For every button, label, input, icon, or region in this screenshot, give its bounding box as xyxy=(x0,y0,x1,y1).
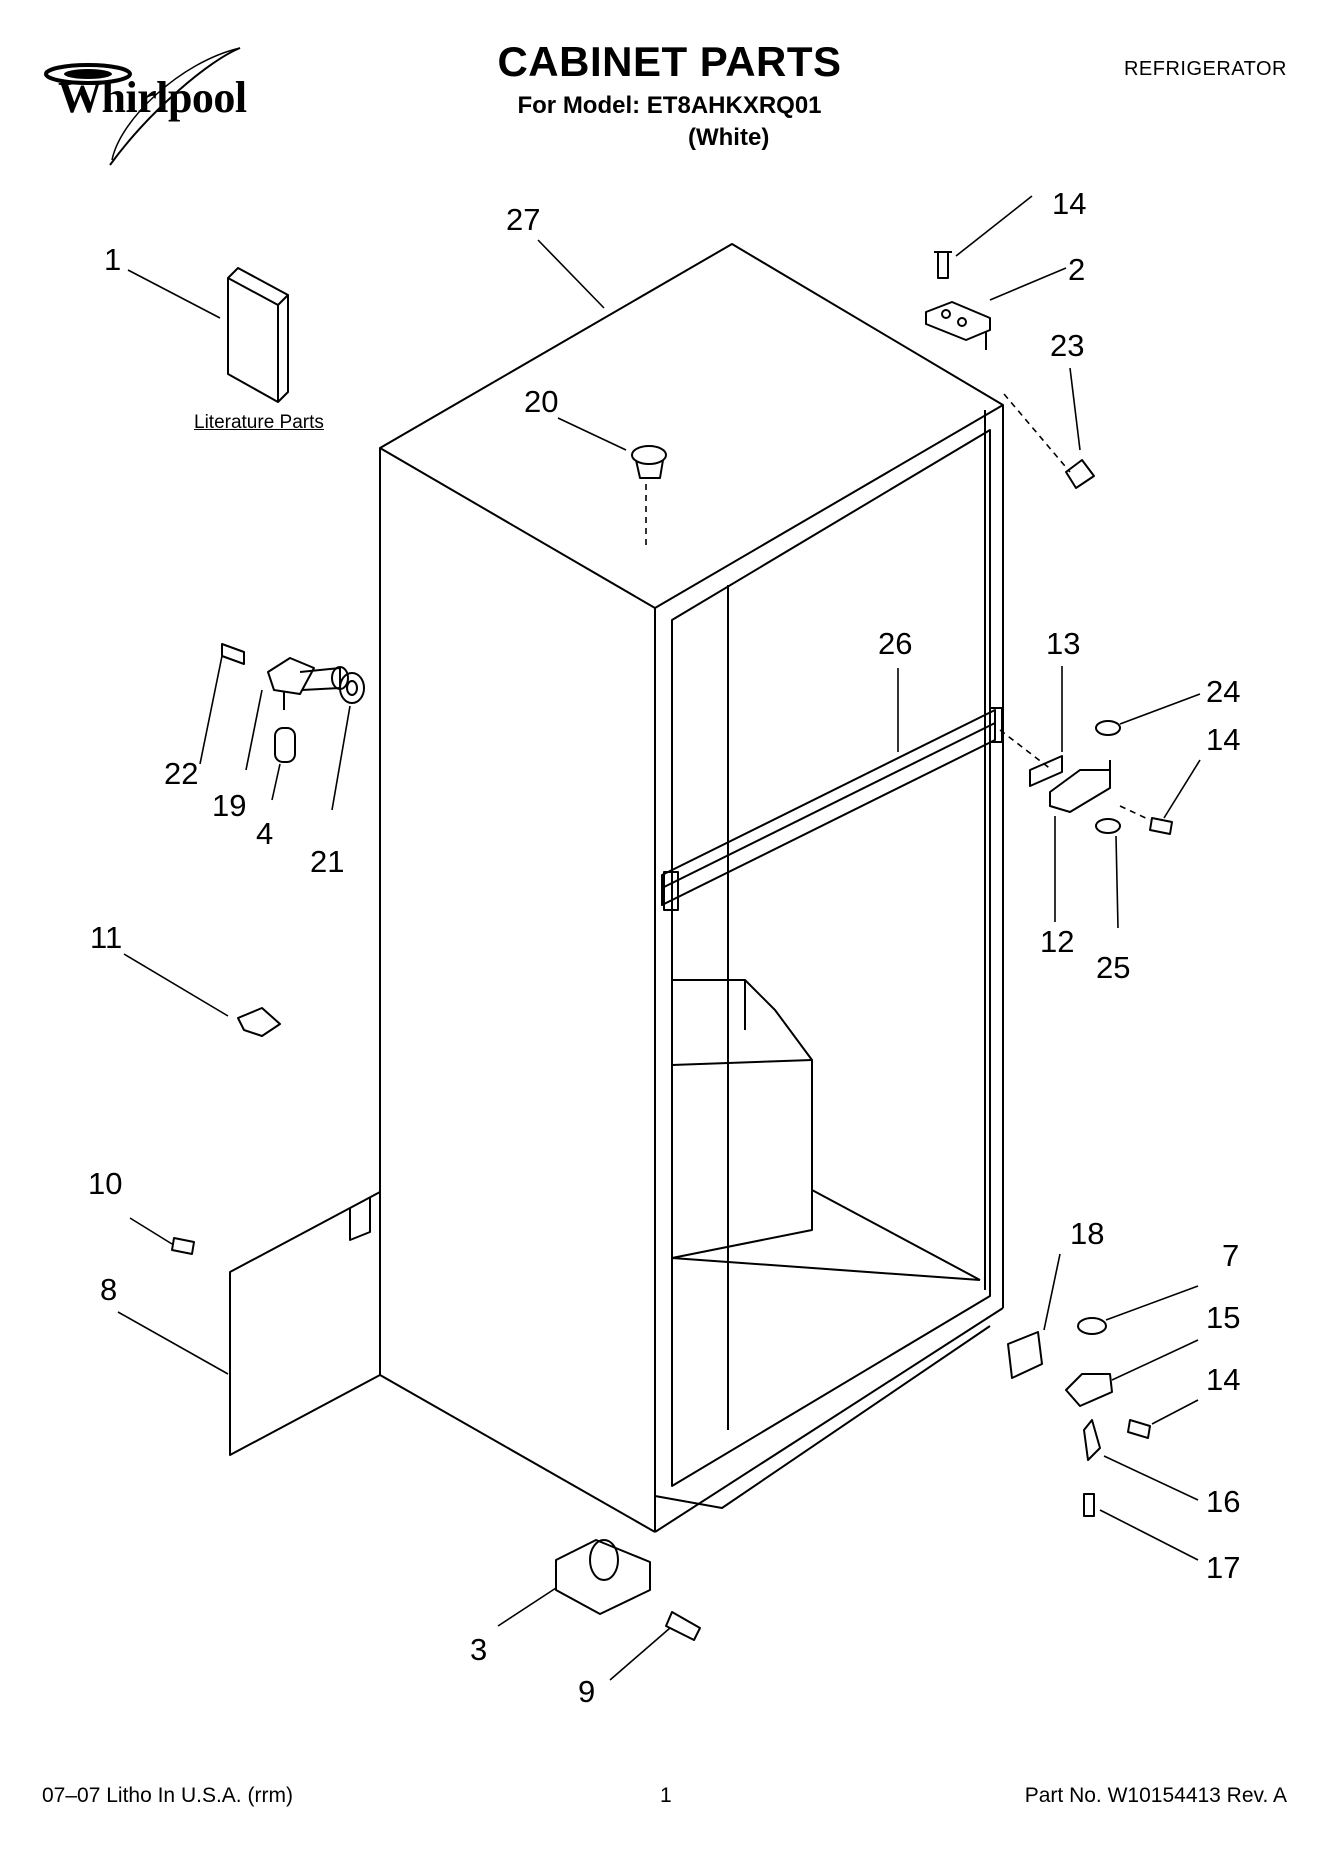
callout-10: 10 xyxy=(88,1166,123,1201)
hinge-cover-drawing xyxy=(1065,459,1095,489)
page-number: 1 xyxy=(660,1784,672,1807)
callout-16: 16 xyxy=(1206,1484,1241,1519)
rear-panel-drawing xyxy=(171,1191,381,1456)
callout-2: 2 xyxy=(1068,252,1086,287)
clip-drawing xyxy=(237,1007,281,1037)
cabinet-drawing xyxy=(379,243,1004,1533)
brand-name: Whirlpool xyxy=(58,73,247,122)
callout-13: 13 xyxy=(1046,626,1081,661)
leader-lines xyxy=(117,195,1201,1681)
callout-7: 7 xyxy=(1222,1238,1240,1273)
divider-bar-drawing xyxy=(661,707,1003,911)
callout-18: 18 xyxy=(1070,1216,1105,1251)
callout-25: 25 xyxy=(1096,950,1131,985)
callout-8: 8 xyxy=(100,1272,118,1307)
callout-11: 11 xyxy=(90,920,123,955)
bottom-hinge-drawing xyxy=(1007,1317,1151,1517)
page-title: CABINET PARTS xyxy=(497,38,842,85)
callout-17: 17 xyxy=(1206,1550,1241,1585)
print-info: 07–07 Litho In U.S.A. (rrm) xyxy=(42,1784,293,1807)
callout-15: 15 xyxy=(1206,1300,1241,1335)
model-subtitle: For Model: ET8AHKXRQ01 xyxy=(517,92,822,119)
callout-1: 1 xyxy=(104,242,122,277)
callout-27: 27 xyxy=(506,202,541,237)
top-hinge-drawing xyxy=(925,251,991,350)
callout-21: 21 xyxy=(310,844,345,879)
callout-4: 4 xyxy=(256,816,274,851)
center-hinge-drawing xyxy=(1029,720,1173,835)
door-stop-drawing xyxy=(221,643,365,763)
callout-22: 22 xyxy=(164,756,199,791)
literature-drawing xyxy=(227,267,289,403)
callout-19: 19 xyxy=(212,788,247,823)
color-variant: (White) xyxy=(688,124,770,151)
callout-3: 3 xyxy=(470,1632,488,1667)
roller-drawing xyxy=(555,1539,701,1641)
logo-swirl-icon xyxy=(44,47,241,166)
callout-14-middle: 14 xyxy=(1206,722,1241,757)
callout-12: 12 xyxy=(1040,924,1075,959)
literature-parts-label: Literature Parts xyxy=(194,412,324,433)
callout-23: 23 xyxy=(1050,328,1085,363)
callout-14-bottom: 14 xyxy=(1206,1362,1241,1397)
plug-drawing xyxy=(631,445,667,479)
callout-14-top: 14 xyxy=(1052,186,1087,221)
callout-20: 20 xyxy=(524,384,559,419)
appliance-category: REFRIGERATOR xyxy=(1123,58,1287,80)
part-number: Part No. W10154413 Rev. A xyxy=(1024,1784,1287,1807)
callout-24: 24 xyxy=(1206,674,1241,709)
callout-26: 26 xyxy=(878,626,913,661)
callout-9: 9 xyxy=(578,1674,596,1709)
